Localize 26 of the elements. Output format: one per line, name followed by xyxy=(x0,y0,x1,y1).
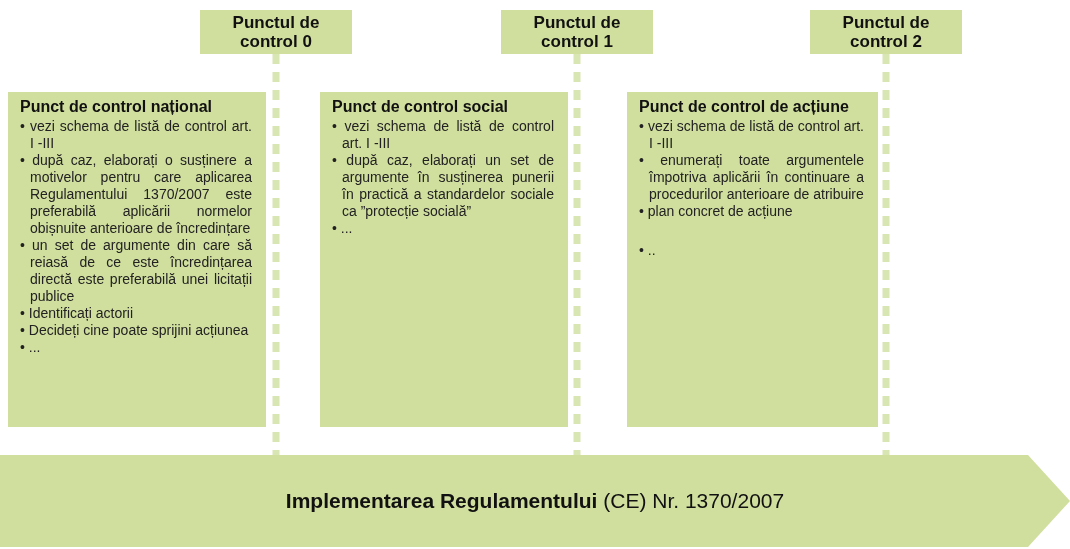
card-heading: Punct de control național xyxy=(20,98,213,116)
bullet-item: • după caz, elaborați o susținere a motivelor pentru care aplicarea Regulamentului 1370/2007 este preferabilă aplicării normelor obișnuite anterioare de încredințare xyxy=(20,152,252,237)
card-heading: Punct de control de acțiune xyxy=(639,98,850,116)
bullet-item: • plan concret de acțiune xyxy=(639,203,794,220)
checkpoint-card xyxy=(627,92,878,427)
bullet-item: • vezi schema de listă de control art. I -III xyxy=(20,118,252,152)
dashed-connector xyxy=(272,54,280,455)
bullet-item: • ... xyxy=(332,220,354,237)
checkpoint-label: Punctul de control 0 xyxy=(200,10,352,54)
bullet-item: • enumerați toate argumentele împotriva aplicării în continuare a procedurilor anterioare de atribuire xyxy=(639,152,864,203)
checkpoint-label: Punctul de control 2 xyxy=(810,10,962,54)
checkpoint-card xyxy=(320,92,568,427)
card-heading: Punct de control social xyxy=(332,98,510,116)
dashed-connector xyxy=(882,54,890,455)
bullet-item: • vezi schema de listă de control art. I -III xyxy=(639,118,864,152)
checkpoint-card xyxy=(8,92,266,427)
dashed-connector xyxy=(573,54,581,455)
bullet-item: • un set de argumente din care să reiasă de ce este încredințarea directă este preferabilă unei licitații publice xyxy=(20,237,252,305)
bullet-item: • Decideți cine poate sprijini acțiunea xyxy=(20,322,250,339)
band-title: Implementarea Regulamentului (CE) Nr. 1370/2007 xyxy=(285,489,785,513)
checkpoint-label: Punctul de control 1 xyxy=(501,10,653,54)
bullet-item: • vezi schema de listă de control art. I -III xyxy=(332,118,554,152)
bullet-item: • după caz, elaborați un set de argumente în susținerea punerii în practică a standardelor sociale ca ”protecție socială” xyxy=(332,152,554,220)
bullet-item: • .. xyxy=(639,242,657,259)
bullet-item: • ... xyxy=(20,339,42,356)
bullet-item: • Identificați actorii xyxy=(20,305,135,322)
